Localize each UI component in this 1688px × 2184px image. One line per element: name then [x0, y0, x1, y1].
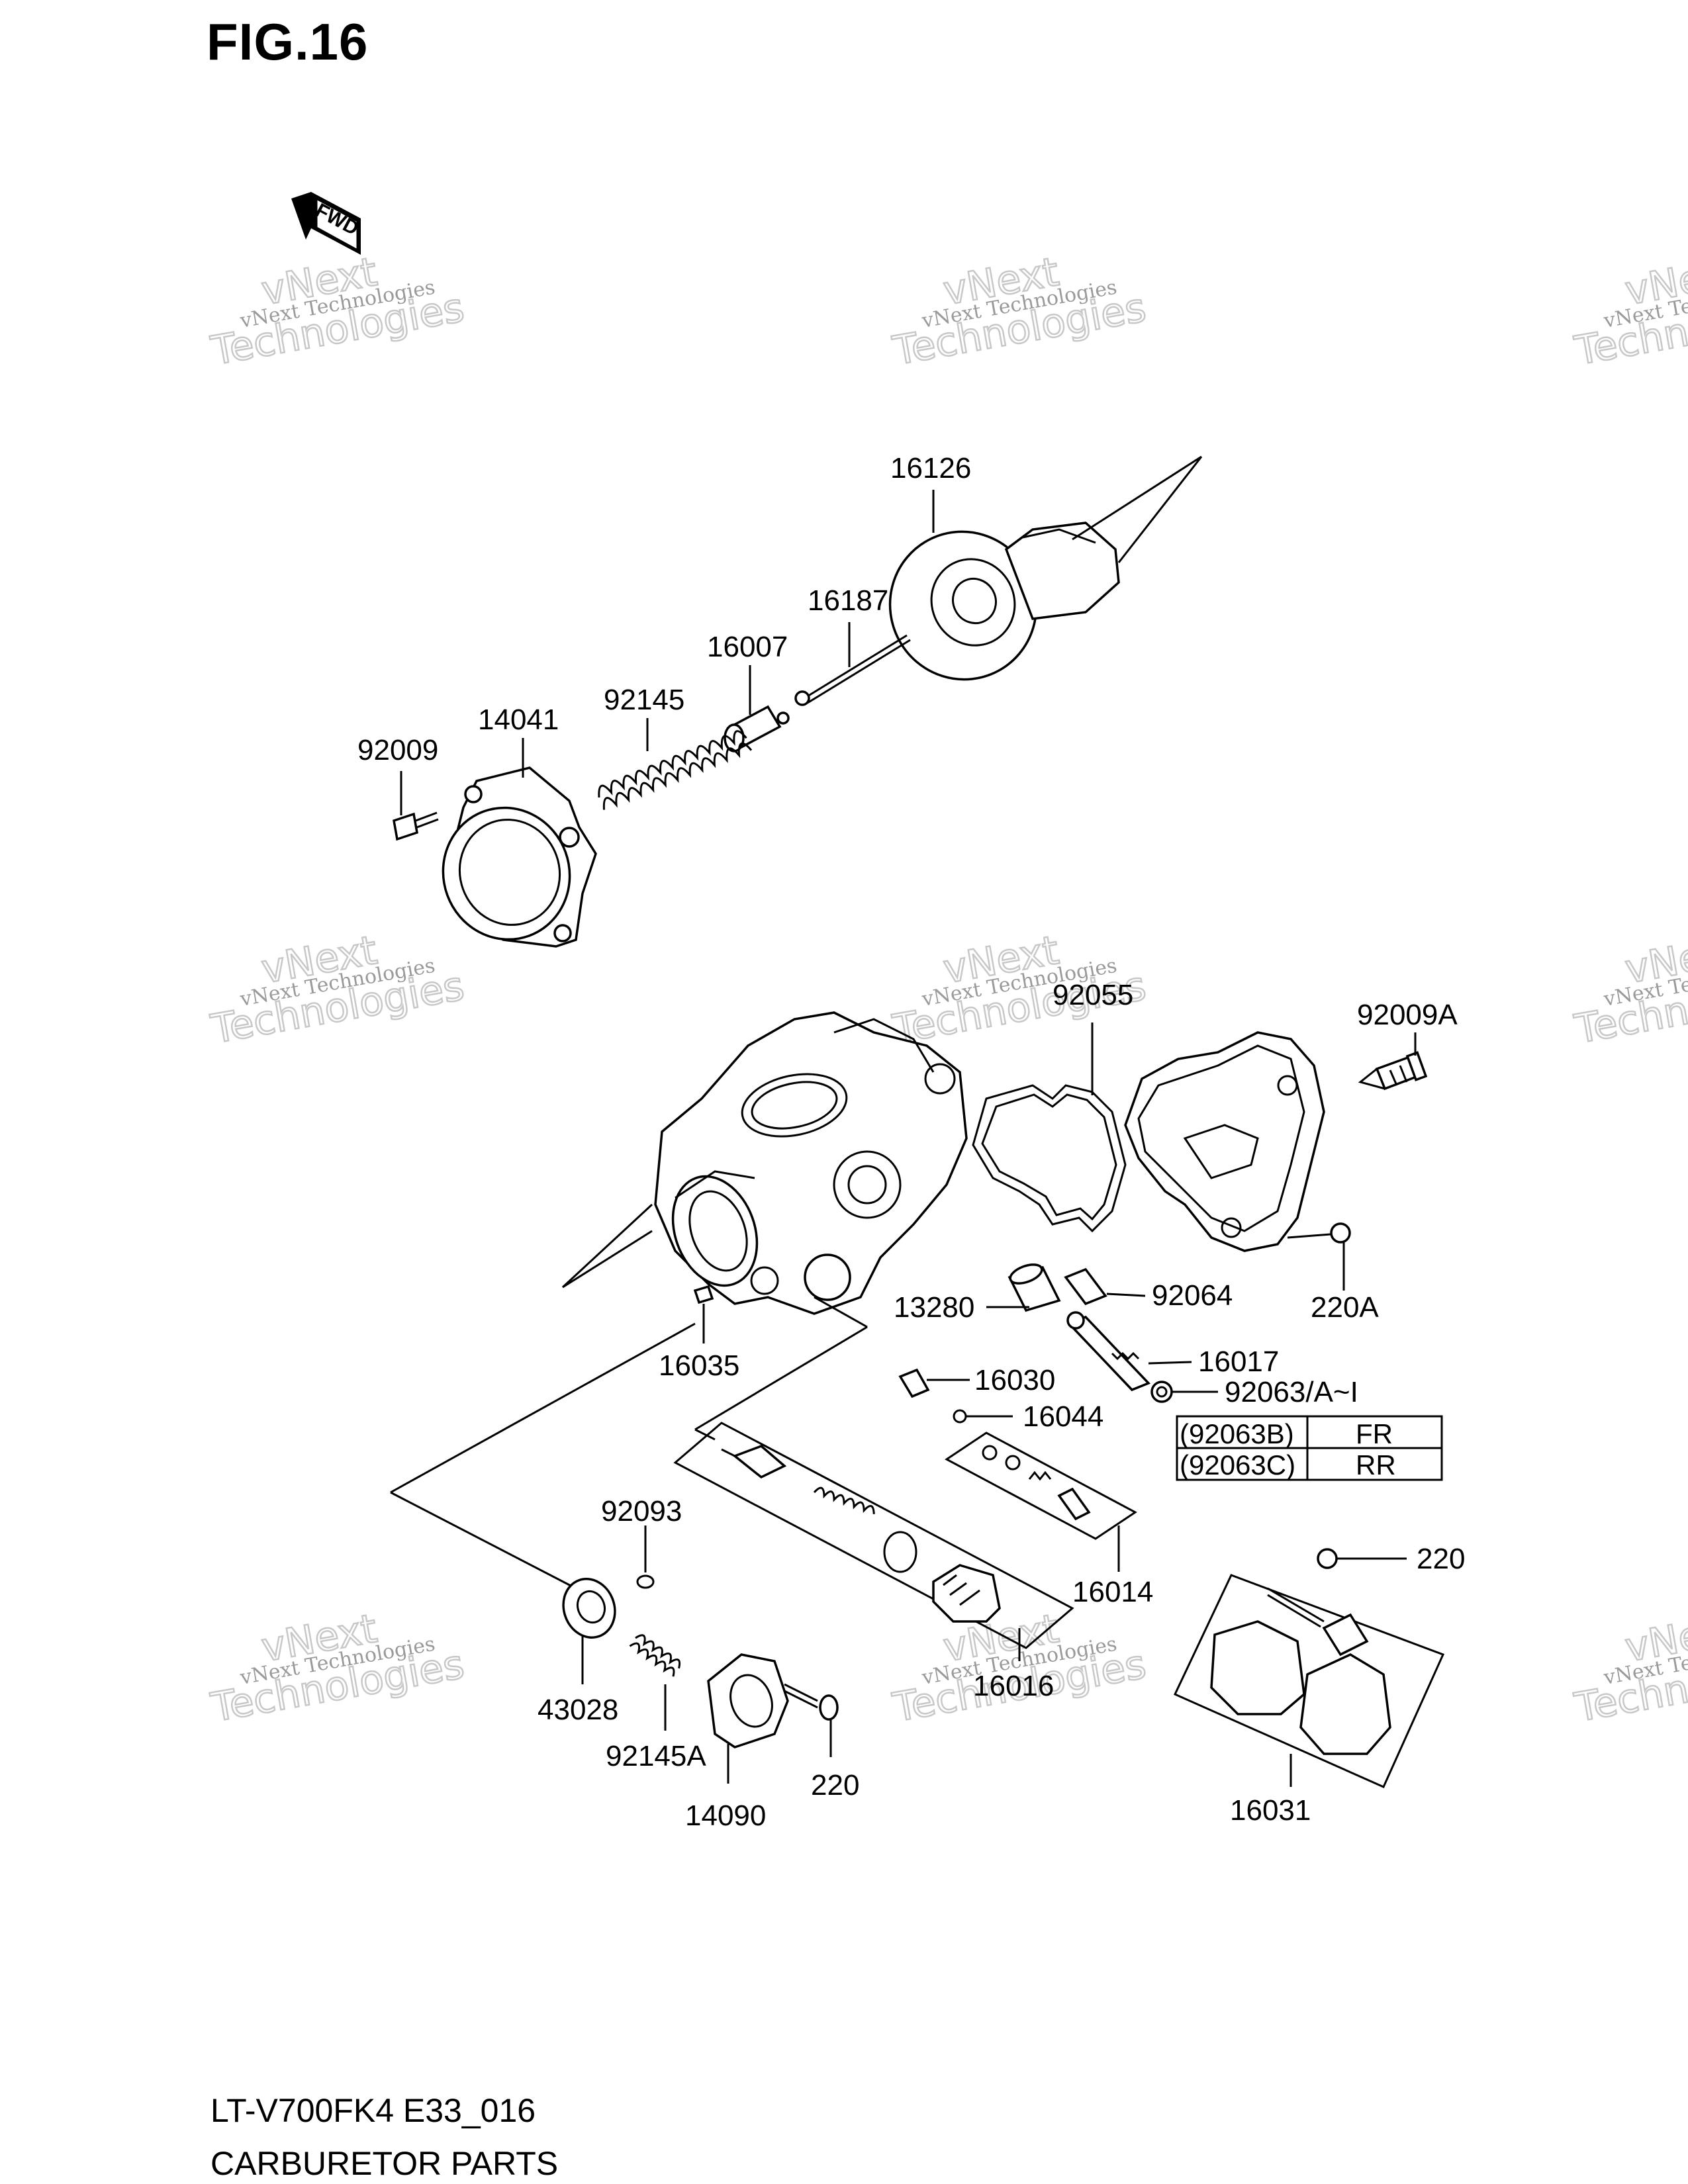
label-16017: 16017 — [1198, 1345, 1279, 1378]
watermark: vNext vNext Technologies Technologies — [1570, 927, 1688, 1054]
label-92093: 92093 — [601, 1495, 682, 1527]
label-13280: 13280 — [894, 1291, 974, 1324]
label-16016: 16016 — [973, 1670, 1054, 1702]
label-16044: 16044 — [1023, 1400, 1103, 1433]
part-16126-piston — [888, 455, 1203, 681]
variant-table: (92063B) FR (92063C) RR — [1176, 1415, 1443, 1481]
part-92063-jet — [1150, 1381, 1218, 1403]
part-float-chamber-cover — [1124, 1031, 1325, 1252]
part-92009A-screw — [1358, 1032, 1428, 1091]
label-92055: 92055 — [1053, 979, 1133, 1011]
part-92009-screw — [393, 771, 439, 841]
part-16030-screw — [898, 1368, 970, 1398]
label-14090: 14090 — [685, 1799, 766, 1832]
label-92064: 92064 — [1152, 1279, 1233, 1312]
part-92145A-spring — [629, 1634, 681, 1731]
figure-name: CARBURETOR PARTS — [211, 2145, 559, 2182]
label-16030: 16030 — [974, 1364, 1055, 1396]
table-row-pos: FR — [1356, 1418, 1393, 1449]
part-16017-jet — [1066, 1311, 1192, 1392]
label-220-bottom: 220 — [811, 1769, 859, 1801]
part-16016-pilot-screw-set — [673, 1422, 1074, 1661]
watermark: vNext vNext Technologies Technologies — [207, 248, 468, 376]
part-14041-top-cover — [442, 738, 597, 948]
label-16007: 16007 — [707, 631, 788, 663]
label-43028: 43028 — [538, 1694, 618, 1726]
table-row-code: (92063B) — [1180, 1418, 1294, 1449]
watermark: vNext vNext Technologies Technologies — [1570, 1605, 1688, 1733]
label-16187: 16187 — [808, 584, 888, 617]
label-92145: 92145 — [604, 684, 684, 716]
part-43028-diaphragm — [562, 1578, 616, 1684]
label-16031: 16031 — [1230, 1794, 1311, 1827]
label-220A: 220A — [1311, 1291, 1379, 1324]
label-16014: 16014 — [1072, 1576, 1153, 1608]
watermark: vNext vNext Technologies Technologies — [888, 248, 1150, 376]
part-92064-jet — [1064, 1267, 1146, 1306]
table-row-pos: RR — [1356, 1449, 1396, 1480]
watermark: vNext vNext Technologies Technologies — [207, 1605, 468, 1733]
label-92145A: 92145A — [606, 1740, 706, 1772]
part-220-screw-top — [1317, 1548, 1407, 1569]
label-16035: 16035 — [659, 1349, 739, 1382]
part-92145-spring — [598, 718, 753, 810]
label-92009: 92009 — [357, 734, 438, 766]
label-92063: 92063/A~I — [1225, 1376, 1358, 1408]
part-16031-float — [1173, 1574, 1445, 1788]
label-220-top: 220 — [1417, 1543, 1465, 1575]
part-16014-jet-set — [945, 1432, 1137, 1572]
part-carburetor-body — [561, 1011, 968, 1315]
part-16044-o-ring — [953, 1409, 1013, 1424]
label-92009A: 92009A — [1357, 999, 1458, 1031]
fwd-arrow-icon: FWD — [291, 192, 362, 255]
figure-title: FIG.16 — [207, 13, 369, 71]
label-16126: 16126 — [890, 452, 971, 484]
watermark: vNext vNext Technologies Technologies — [1570, 248, 1688, 376]
part-13280-jet — [986, 1263, 1061, 1312]
watermark: vNext vNext Technologies Technologies — [207, 927, 468, 1054]
table-row-code: (92063C) — [1180, 1449, 1295, 1480]
watermark: vNext vNext Technologies Technologies — [888, 1605, 1150, 1733]
part-220-screw-bottom — [784, 1683, 839, 1757]
part-92055-gasket — [972, 1023, 1127, 1233]
part-220A-screw — [1287, 1222, 1351, 1291]
part-16035-jet — [693, 1285, 714, 1343]
part-14090-cover — [707, 1653, 789, 1784]
label-14041: 14041 — [478, 704, 559, 736]
figure-code: LT-V700FK4 E33_016 — [211, 2092, 536, 2129]
assembly-guide-lines — [390, 1296, 868, 1590]
part-92093-o-ring — [636, 1525, 655, 1589]
part-16187-jet-needle — [794, 622, 911, 706]
